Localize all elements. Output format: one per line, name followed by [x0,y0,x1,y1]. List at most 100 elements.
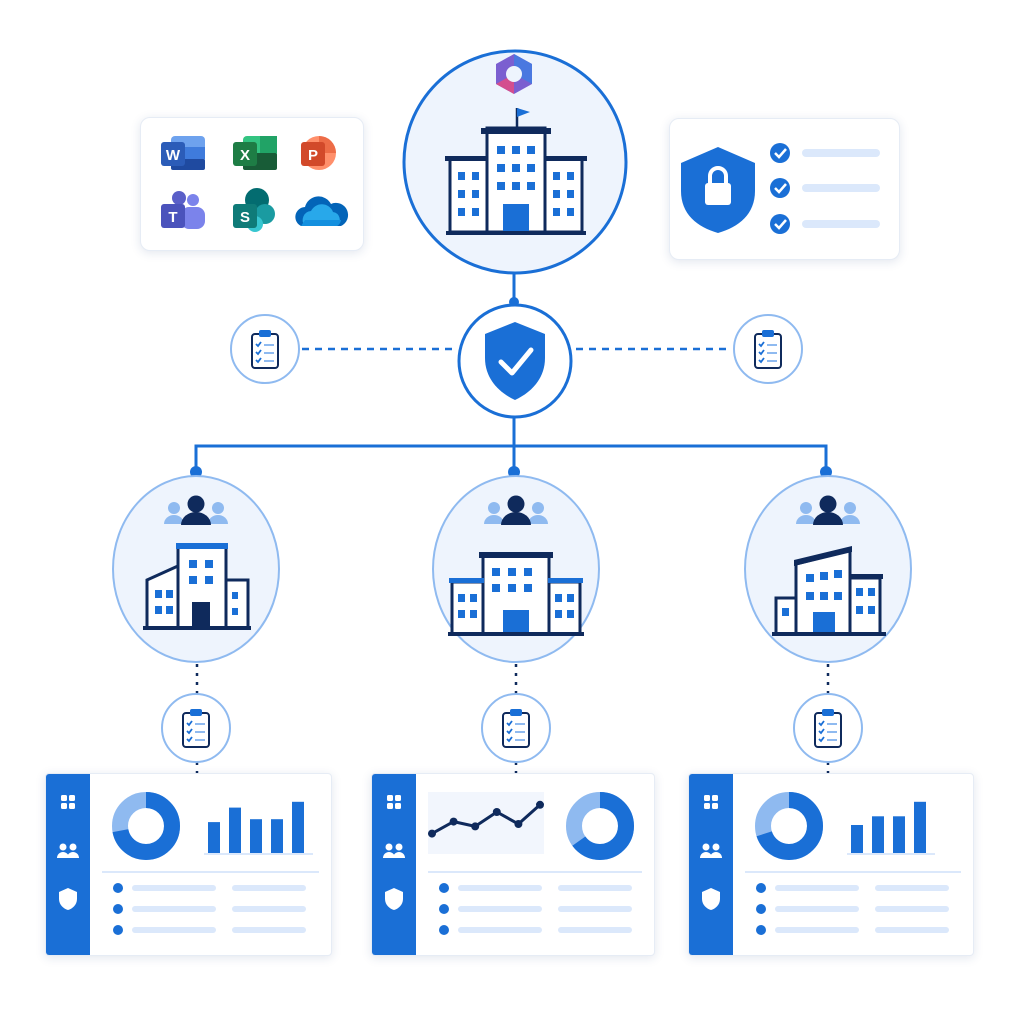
word-icon[interactable]: W [161,136,205,170]
microsoft-365-logo-icon [496,54,532,94]
bar [893,816,905,854]
list-value-placeholder [875,927,949,933]
list-value-placeholder [232,927,306,933]
list-text-placeholder [775,906,859,912]
branch-office-building-icon [448,552,584,636]
line-point [514,820,523,828]
list-bullet [439,904,449,914]
list-text-placeholder [458,885,542,891]
list-text-placeholder [132,906,216,912]
list-bullet [756,904,766,914]
checklist-item [770,143,880,163]
dashboard-list-row [113,925,306,935]
donut-segment [112,792,180,860]
bar [872,816,884,854]
list-value-placeholder [558,885,632,891]
grid-icon[interactable] [704,795,718,809]
shield-icon[interactable] [385,888,403,910]
list-text-placeholder [458,906,542,912]
security-policy-card [669,118,900,260]
grid-icon[interactable] [387,795,401,809]
policy-node[interactable] [457,303,573,419]
branch-node-3[interactable] [744,475,912,663]
excel-icon[interactable]: X [233,136,277,170]
compliance-checklist-node-left[interactable] [230,314,300,384]
app-icons-grid: W X P T S [161,136,349,232]
dashboard-list-row [756,925,949,935]
list-text-placeholder [132,885,216,891]
bar [229,807,241,854]
policy-checklist [770,143,880,234]
clipboard-checklist-icon [251,329,279,369]
bar [851,825,863,854]
donut-chart [755,792,823,860]
list-value-placeholder [558,927,632,933]
shield-icon[interactable] [59,888,77,910]
branch-dashboard-1[interactable] [45,773,332,956]
list-text-placeholder [775,885,859,891]
microsoft-apps-card: W X P T S [140,117,364,251]
clipboard-checklist-icon [502,708,530,748]
dashboard-list-row [113,904,306,914]
branch-dashboard-3[interactable] [688,773,974,956]
dashboard-list-row [756,904,949,914]
branch-office-building-icon [772,546,886,636]
bar [271,819,283,854]
sharepoint-icon[interactable]: S [233,188,275,232]
dashboard-list-row [439,904,632,914]
line-chart [428,792,544,854]
compliance-checklist-node-branch-3[interactable] [793,693,863,763]
list-value-placeholder [558,906,632,912]
svg-text:S: S [240,209,250,226]
branch-node-2[interactable] [432,475,600,663]
hub-node[interactable] [402,49,628,275]
line-point [428,829,436,838]
dashboard-graphic [372,774,642,955]
branch-dashboard-2[interactable] [371,773,655,956]
dashboard-list-row [113,883,306,893]
bar [914,801,926,854]
users-icon[interactable] [57,843,79,859]
list-value-placeholder [875,885,949,891]
line-chart-area [428,792,544,854]
compliance-checklist-node-branch-2[interactable] [481,693,551,763]
dashboard-sidebar [689,774,733,955]
shield-icon[interactable] [702,888,720,910]
security-policy-graphic [681,143,880,234]
users-icon[interactable] [700,843,722,859]
checklist-item [770,178,880,198]
users-icon[interactable] [383,843,405,859]
dashboard-list-row [756,883,949,893]
donut-segment [566,792,634,860]
clipboard-checklist-icon [182,708,210,748]
shield-lock-icon [681,147,755,233]
line-point [492,808,501,816]
branch-node-1[interactable] [112,475,280,663]
list-bullet [113,883,123,893]
bar [208,822,220,854]
dashboard-graphic [46,774,319,955]
compliance-checklist-node-branch-1[interactable] [161,693,231,763]
dashboard-sidebar [46,774,90,955]
onedrive-icon[interactable] [295,196,349,226]
clipboard-checklist-icon [814,708,842,748]
list-text-placeholder [458,927,542,933]
powerpoint-icon[interactable]: P [301,136,336,170]
dashboard-graphic [689,774,961,955]
list-bullet [439,883,449,893]
list-text-placeholder [132,927,216,933]
dashboard-list-row [439,925,632,935]
list-bullet [756,883,766,893]
teams-icon[interactable]: T [161,191,205,229]
dashboard-list-row [439,883,632,893]
compliance-checklist-node-right[interactable] [733,314,803,384]
svg-text:X: X [240,147,250,164]
list-bullet [756,925,766,935]
line-point [449,817,458,826]
bar-chart [204,801,313,855]
list-value-placeholder [232,885,306,891]
donut-chart [112,792,180,860]
svg-text:P: P [308,147,318,164]
line-point [471,822,480,831]
grid-icon[interactable] [61,795,75,809]
